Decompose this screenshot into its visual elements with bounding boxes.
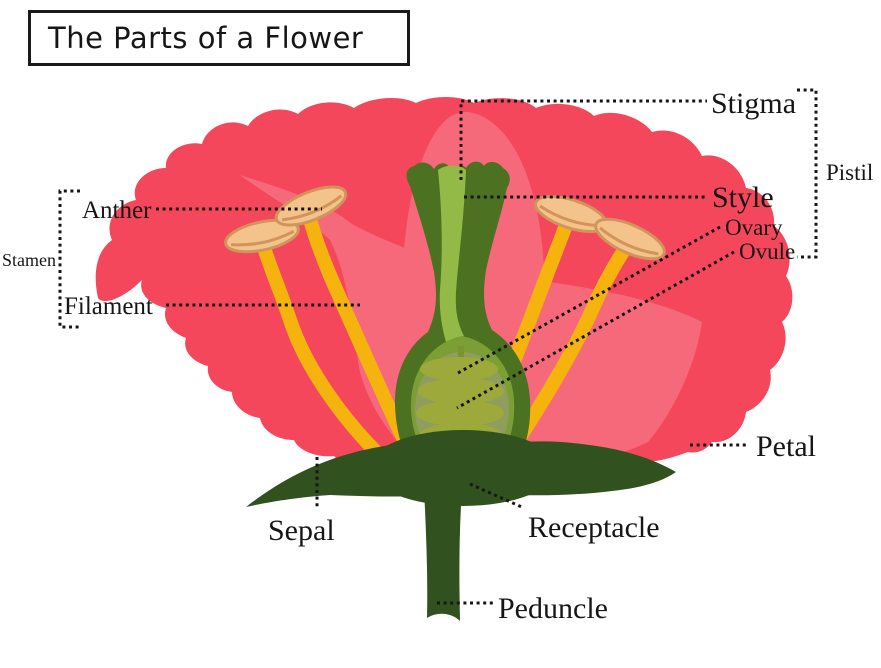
pistil-bracket [797,88,818,259]
label-petal: Petal [756,430,816,463]
filament-left-outer [255,233,405,479]
calyx-group [246,430,676,621]
label-filament: Filament [64,293,153,320]
style-stripe-shape [438,165,466,342]
anther-left-outer [224,218,300,254]
peduncle-shape [424,488,462,621]
stamen-bracket [58,189,80,329]
label-sepal: Sepal [268,514,335,547]
anther-left-inner [274,185,348,227]
label-ovary: Ovary [725,215,783,240]
sepal-right-shape [470,441,676,496]
leader-lines [58,88,818,605]
label-anther: Anther [82,197,152,224]
label-receptacle: Receptacle [528,511,660,544]
anther-right-outer [594,217,666,261]
label-stamen: Stamen [2,250,56,270]
diagram-title-box: The Parts of a Flower [28,10,410,66]
ovule-leader [456,250,735,410]
label-pistil: Pistil [826,160,873,185]
label-ovule: Ovule [739,239,795,264]
label-style: Style [712,181,774,214]
label-stigma: Stigma [711,87,796,120]
diagram-title: The Parts of a Flower [48,21,364,55]
label-peduncle: Peduncle [498,592,608,625]
sepal-left-shape [246,441,482,507]
anthers [224,185,666,261]
